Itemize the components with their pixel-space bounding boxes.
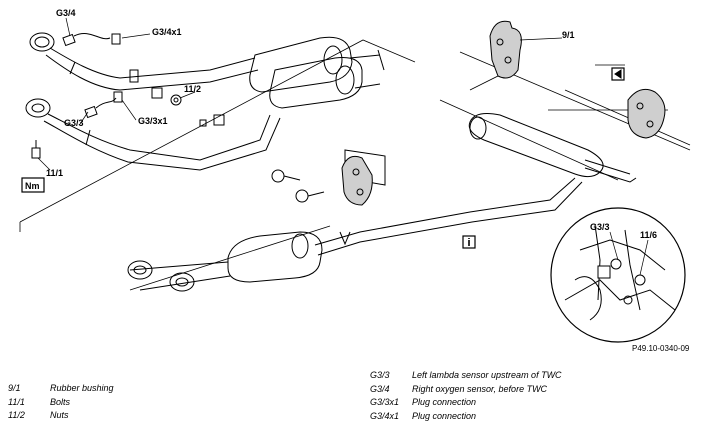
legend-text: Rubber bushing <box>50 383 114 393</box>
legend-text: Left lambda sensor upstream of TWC <box>412 370 562 380</box>
intermediate-pipe <box>314 177 583 256</box>
legend-row: 9/1 Rubber bushing <box>8 382 114 396</box>
front-pipe-upper <box>29 32 259 91</box>
legend-code: G3/3 <box>370 370 390 380</box>
inset-badge-icon <box>597 265 611 279</box>
oxygen-sensor-g3-4 <box>62 33 121 47</box>
legend-text: Bolts <box>50 396 71 407</box>
exhaust-system-diagram: G3/4 G3/4x1 G3/3 G3/3x1 9/1 11/1 11/2 Nm… <box>19 8 691 352</box>
label-inset-g3-3: G3/3 <box>590 222 610 232</box>
rubber-bushing-9-1-right <box>627 88 666 139</box>
arrow-left-icon <box>611 67 625 81</box>
bolt-11-1 <box>31 140 41 159</box>
label-inset-11-6: 11/6 <box>640 230 657 240</box>
legend-row: 11/2 Nuts <box>8 409 114 423</box>
legend-code: 11/2 <box>8 410 25 420</box>
hanger-bracket <box>341 149 386 206</box>
main-catalytic-converter <box>129 231 323 291</box>
legend-text: Right oxygen sensor, before TWC <box>412 383 548 394</box>
legend-text: Plug connection <box>412 410 477 421</box>
label-g3-3: G3/3 <box>64 118 84 128</box>
inset-detail <box>550 207 686 343</box>
label-g3-4x1: G3/4x1 <box>152 27 182 37</box>
brackets <box>129 69 225 127</box>
info-i-icon <box>462 235 476 249</box>
leader-lines <box>37 17 649 276</box>
legend-code: G3/3x1 <box>370 397 400 407</box>
legend-row: G3/3x1 Plug connection <box>370 396 562 410</box>
reference-code: P49.10-0340-09 <box>632 344 690 352</box>
legend-code: 9/1 <box>8 383 21 393</box>
label-g3-4: G3/4 <box>56 8 76 18</box>
legend-row: G3/4x1 Plug connection <box>370 410 562 424</box>
legend-row: 11/1 Bolts <box>8 396 114 410</box>
label-11-2: 11/2 <box>184 84 201 94</box>
label-9-1: 9/1 <box>562 30 575 40</box>
main-cat-flanges <box>127 260 195 292</box>
legend-left: 9/1 Rubber bushing 11/1 Bolts 11/2 Nuts <box>8 382 114 423</box>
legend-row: G3/3 Left lambda sensor upstream of TWC <box>370 369 562 383</box>
rubber-bushing-9-1-top <box>489 20 522 79</box>
front-pipe-lower <box>25 98 281 171</box>
label-g3-3x1: G3/3x1 <box>138 116 168 126</box>
legend-text: Nuts <box>50 410 69 420</box>
oxygen-sensor-g3-3 <box>84 91 123 119</box>
hanger-bolts <box>271 169 325 203</box>
label-nm: Nm <box>25 181 40 191</box>
rear-silencer <box>468 113 637 183</box>
legend-row: G3/4 Right oxygen sensor, before TWC <box>370 383 562 397</box>
torque-nm-icon <box>21 177 45 193</box>
legend-code: G3/4x1 <box>370 410 400 421</box>
legend-text: Plug connection <box>412 397 477 407</box>
legend-code: 11/1 <box>8 396 25 407</box>
legend-code: G3/4 <box>370 383 390 394</box>
pre-catalytic-converter <box>249 36 385 109</box>
label-11-1: 11/1 <box>46 168 63 178</box>
